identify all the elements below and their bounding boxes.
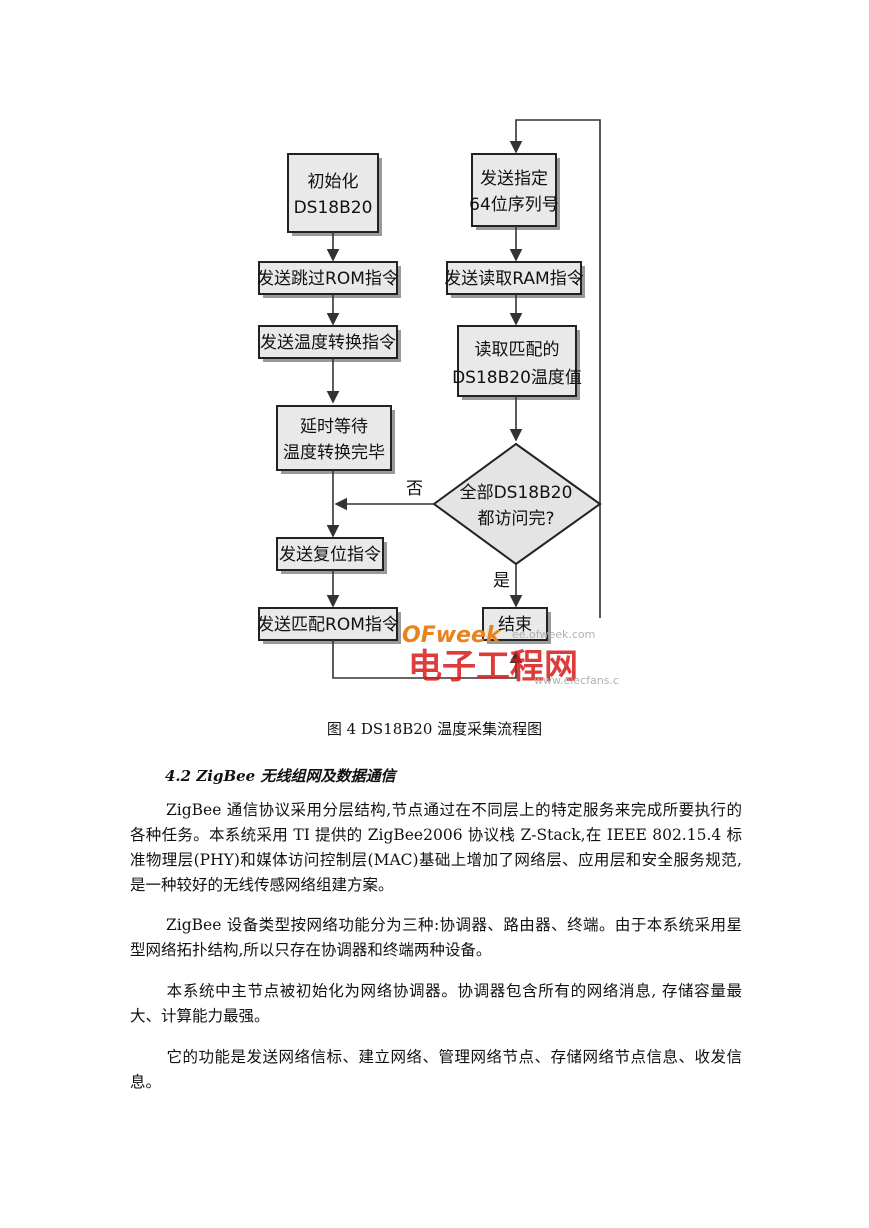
paragraph-4-text: 它的功能是发送网络信标、建立网络、管理网络节点、存储网络节点信息、收发信息。 xyxy=(130,1048,742,1091)
box-end-text: 结束 xyxy=(498,615,532,635)
paragraph-2: ZigBee 设备类型按网络功能分为三种:协调器、路由器、终端。由于本系统采用星… xyxy=(130,913,742,963)
box-read-temp-line1: 读取匹配的 xyxy=(475,340,560,360)
figure-caption: 图 4 DS18B20 温度采集流程图 xyxy=(326,720,543,738)
box-read-ram: 发送读取RAM指令 xyxy=(444,261,585,298)
box-send-serial-line2: 64位序列号 xyxy=(469,195,559,215)
box-delay-wait: 延时等待 温度转换完毕 xyxy=(276,405,395,474)
box-send-serial-line1: 发送指定 xyxy=(480,169,548,189)
box-send-serial: 发送指定 64位序列号 xyxy=(469,153,560,230)
box-read-temp: 读取匹配的 DS18B20温度值 xyxy=(452,325,582,400)
box-init-line1: 初始化 xyxy=(308,172,359,192)
box-read-ram-text: 发送读取RAM指令 xyxy=(444,269,583,289)
box-temp-convert: 发送温度转换指令 xyxy=(258,325,401,362)
watermark-small: www.elecfans.cn xyxy=(534,674,620,687)
paragraph-3-text: 本系统中主节点被初始化为网络协调器。协调器包含所有的网络消息, 存储容量最大、计… xyxy=(130,982,742,1025)
box-read-temp-line2: DS18B20温度值 xyxy=(452,368,582,388)
watermark: OFweek ee.ofweek.com 电子工程网 www.elecfans.… xyxy=(402,623,620,687)
decision-line2: 都访问完? xyxy=(477,509,554,529)
paragraph-1-text: ZigBee 通信协议采用分层结构,节点通过在不同层上的特定服务来完成所要执行的… xyxy=(130,801,742,894)
watermark-brand: OFweek xyxy=(402,623,502,648)
watermark-site: ee.ofweek.com xyxy=(512,628,595,641)
paragraph-2-text: ZigBee 设备类型按网络功能分为三种:协调器、路由器、终端。由于本系统采用星… xyxy=(130,916,742,959)
box-skip-rom: 发送跳过ROM指令 xyxy=(257,261,401,298)
box-match-rom-text: 发送匹配ROM指令 xyxy=(257,615,399,635)
paragraph-3: 本系统中主节点被初始化为网络协调器。协调器包含所有的网络消息, 存储容量最大、计… xyxy=(130,979,742,1029)
box-init-line2: DS18B20 xyxy=(294,198,373,218)
paragraph-4: 它的功能是发送网络信标、建立网络、管理网络节点、存储网络节点信息、收发信息。 xyxy=(130,1045,742,1095)
box-delay-wait-line2: 温度转换完毕 xyxy=(283,443,385,463)
box-reset: 发送复位指令 xyxy=(276,537,387,574)
watermark-cn: 电子工程网 xyxy=(408,647,578,687)
box-init: 初始化 DS18B20 xyxy=(287,153,382,236)
box-match-rom: 发送匹配ROM指令 xyxy=(257,607,401,644)
box-temp-convert-text: 发送温度转换指令 xyxy=(260,333,396,353)
label-yes: 是 xyxy=(493,571,510,591)
box-delay-wait-line1: 延时等待 xyxy=(300,417,368,437)
decision-line1: 全部DS18B20 xyxy=(460,483,573,503)
section-title: 4.2 ZigBee 无线组网及数据通信 xyxy=(165,767,396,785)
decision-all-visited: 全部DS18B20 都访问完? xyxy=(432,442,602,566)
paragraph-1: ZigBee 通信协议采用分层结构,节点通过在不同层上的特定服务来完成所要执行的… xyxy=(130,798,742,898)
label-no: 否 xyxy=(406,479,423,499)
box-end: 结束 xyxy=(482,607,551,644)
box-skip-rom-text: 发送跳过ROM指令 xyxy=(257,269,399,289)
flowchart-figure: 初始化 DS18B20 发送跳过ROM指令 发送温度转换指令 延时等待 温度转换… xyxy=(257,119,620,687)
box-reset-text: 发送复位指令 xyxy=(279,545,381,565)
